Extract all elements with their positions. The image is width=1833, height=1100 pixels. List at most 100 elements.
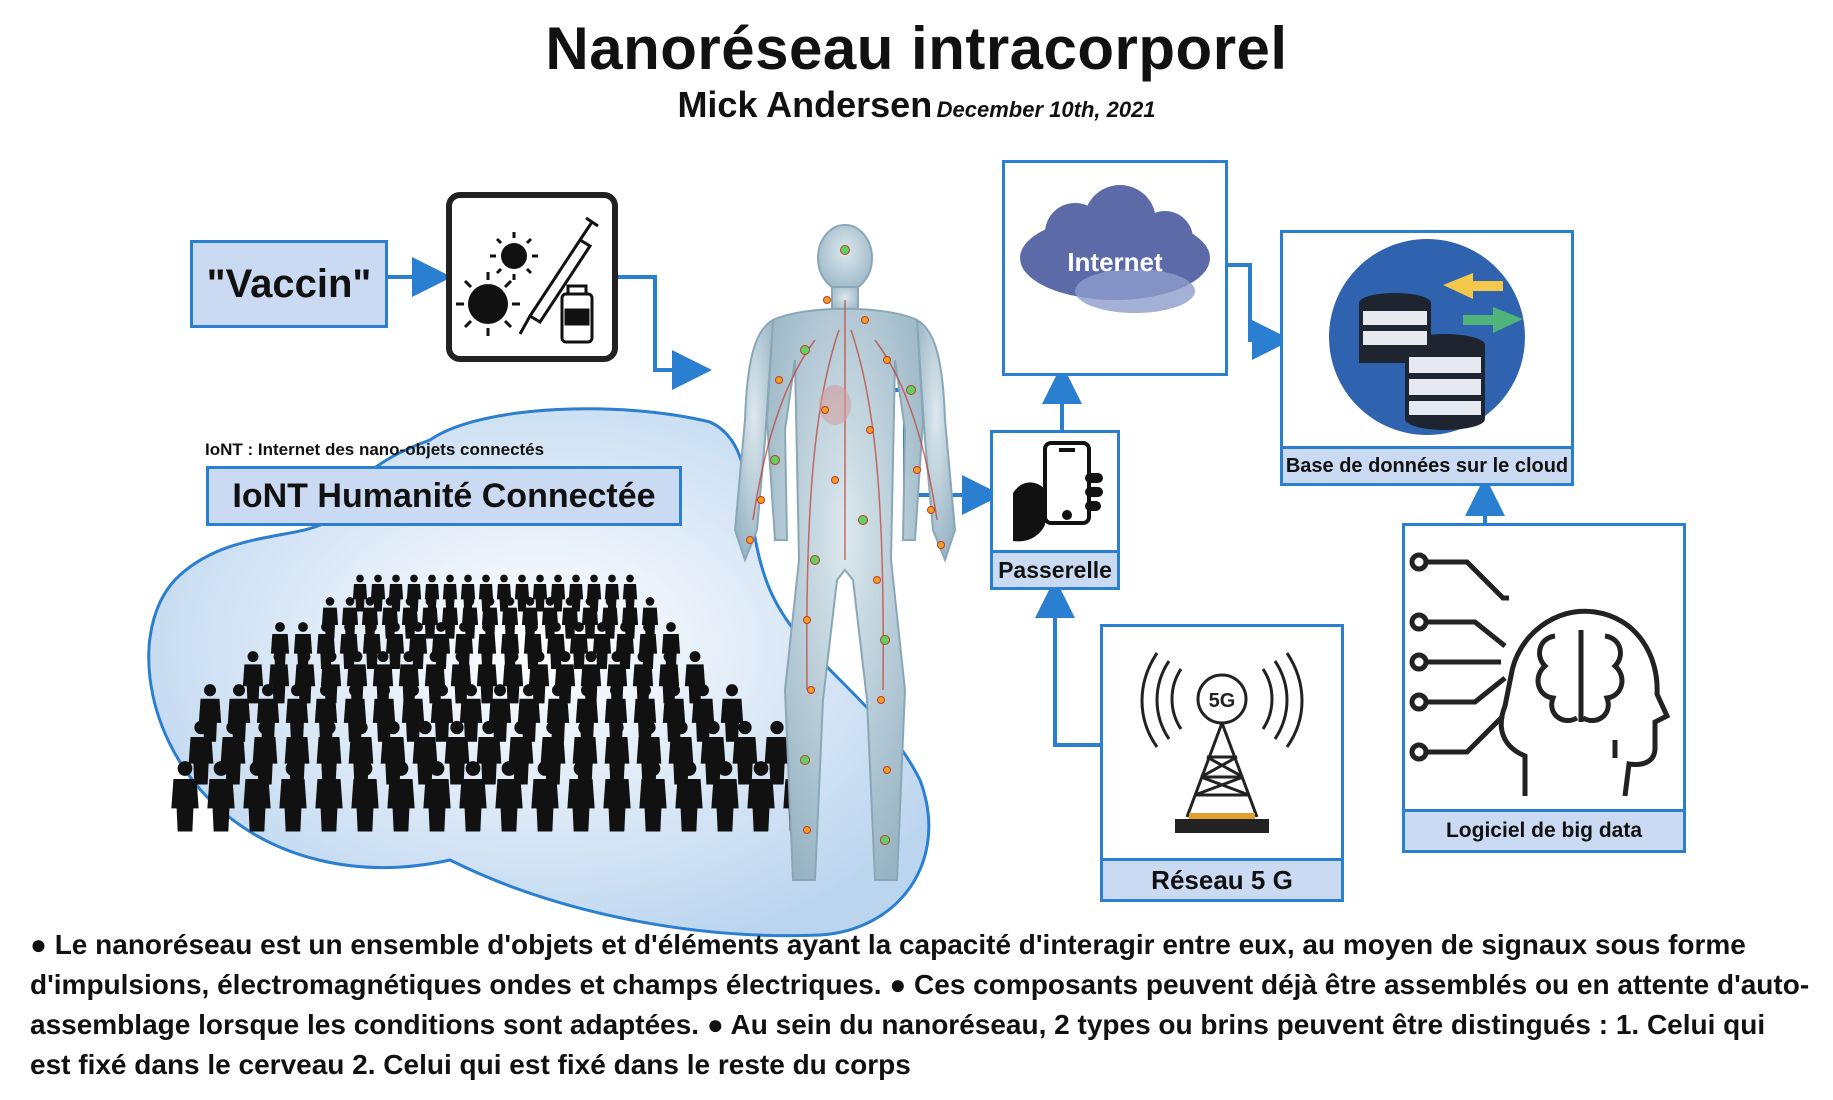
crowd-person (441, 597, 459, 639)
crowd-person (561, 597, 579, 639)
network5g-label: Réseau 5 G (1100, 858, 1344, 902)
cloud-icon: Internet (1020, 185, 1210, 313)
crowd-person (268, 651, 290, 704)
database-box: Base de données sur le cloud (1280, 230, 1574, 486)
crowd-person (459, 761, 487, 832)
crowd-person (581, 597, 599, 639)
internet-label: Internet (1067, 247, 1163, 277)
nano-dot (866, 426, 874, 434)
crowd-person (476, 720, 502, 785)
nano-dot (913, 466, 921, 474)
crowd-person (639, 761, 667, 832)
crowd-person (242, 651, 264, 704)
crowd-person (430, 684, 454, 742)
nano-dot (880, 635, 890, 645)
author: Mick Andersen (677, 84, 933, 125)
crowd-person (387, 761, 415, 832)
crowd-person (502, 651, 524, 704)
nano-dot (861, 316, 869, 324)
crowd-icon (171, 574, 811, 832)
database-label: Base de données sur le cloud (1280, 446, 1574, 486)
crowd-person (592, 622, 612, 669)
crowd-person (362, 622, 382, 669)
tower-5g-icon: 5G (1140, 652, 1304, 833)
passerelle-box: Passerelle (990, 430, 1120, 590)
iont-title-label: IoNT Humanité Connectée (206, 466, 682, 526)
nano-dot (937, 541, 945, 549)
crowd-person (243, 761, 271, 832)
smartphone-hand-icon (1013, 441, 1103, 542)
byline: Mick Andersen December 10th, 2021 (0, 84, 1833, 126)
nano-dot (873, 576, 881, 584)
crowd-person (764, 720, 790, 785)
crowd-person (385, 622, 405, 669)
page-title: Nanoréseau intracorporel (545, 15, 1288, 82)
nano-dot (840, 245, 850, 255)
nano-dot (883, 766, 891, 774)
nano-dot (800, 755, 810, 765)
crowd-person (315, 761, 343, 832)
nano-dot (821, 406, 829, 414)
crowd-person (476, 651, 498, 704)
date: December 10th, 2021 (936, 97, 1156, 122)
crowd-person (747, 761, 775, 832)
nano-dot (877, 696, 885, 704)
crowd-person (352, 574, 368, 612)
nano-dot (906, 385, 916, 395)
nano-dot (757, 496, 765, 504)
vaccine-virus-icon (456, 216, 599, 344)
crowd-person (603, 761, 631, 832)
crowd-person (601, 597, 619, 639)
crowd-person (207, 761, 235, 832)
nano-dot (770, 455, 780, 465)
iont-note: IoNT : Internet des nano-objets connecté… (205, 440, 545, 459)
crowd-person (421, 597, 439, 639)
crowd-person (171, 761, 199, 832)
passerelle-label: Passerelle (990, 550, 1120, 590)
nano-dot (880, 835, 890, 845)
crowd-person (567, 761, 595, 832)
crowd-person (550, 574, 566, 612)
internet-box: Internet (1002, 160, 1228, 376)
crowd-person (604, 720, 630, 785)
crowd-person (316, 720, 342, 785)
nano-dot (803, 826, 811, 834)
nano-dot (800, 345, 810, 355)
description-text: ● Le nanoréseau est un ensemble d'objets… (30, 929, 1810, 1080)
crowd-person (459, 684, 483, 742)
crowd-person (720, 684, 744, 742)
crowd-person (531, 761, 559, 832)
bigdata-box: Logiciel de big data (1402, 523, 1686, 853)
vaccin-label: "Vaccin" (190, 240, 388, 328)
vaccine-box (446, 192, 618, 362)
nano-dot (823, 296, 831, 304)
nano-dot (831, 476, 839, 484)
crowd-person (401, 684, 425, 742)
crowd-person (711, 761, 739, 832)
nano-dot (775, 376, 783, 384)
crowd-person (569, 622, 589, 669)
crowd-person (732, 720, 758, 785)
nano-dot (803, 616, 811, 624)
crowd-person (495, 761, 523, 832)
bigdata-label: Logiciel de big data (1402, 809, 1686, 853)
crowd-person (188, 720, 214, 785)
crowd-person (514, 574, 530, 612)
network5g-box: 5G Réseau 5 G (1100, 624, 1344, 902)
crowd-person (279, 761, 307, 832)
fiveg-icon-text: 5G (1209, 690, 1236, 712)
crowd-person (546, 622, 566, 669)
nano-dot (927, 506, 935, 514)
database-icon (1329, 239, 1525, 435)
nano-dot (746, 536, 754, 544)
human-body-icon (733, 224, 957, 881)
crowd-person (444, 720, 470, 785)
crowd-person (401, 597, 419, 639)
crowd-person (423, 761, 451, 832)
crowd-person (675, 761, 703, 832)
crowd-person (408, 622, 428, 669)
nano-dot (858, 515, 868, 525)
brain-circuit-icon (1409, 552, 1671, 797)
crowd-person (532, 574, 548, 612)
